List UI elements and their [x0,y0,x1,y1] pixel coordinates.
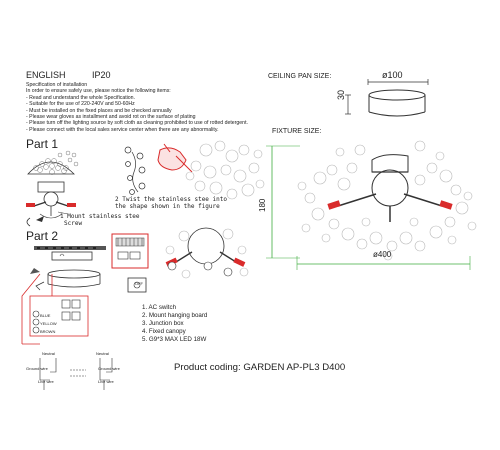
off-label: OFF [135,281,143,286]
part1-title: Part 1 [26,137,59,151]
legend-item: 4. Fixed canopy [142,328,186,335]
part1-step1: 1 Mount stainless stee Screw [60,213,139,227]
wire-color-yellow: YELLOW [40,321,57,326]
part1-drawing [26,140,265,227]
fixture-size-label: FIXTURE SIZE: [272,128,322,135]
step-line: Screw [64,220,83,227]
ceiling-pan-drawing [345,79,429,117]
live-wire-label-right: Live wire [98,379,114,384]
ground-wire-label-right: Ground wire [98,366,120,371]
product-coding: Product coding: GARDEN AP-PL3 D400 [174,362,346,373]
wire-color-brown: BROWN [40,329,56,334]
legend-item: 3. Junction box [142,320,184,327]
step-line: the shape shown in the figure [115,203,220,210]
component-legend: 1. AC switch 2. Mount hanging board 3. J… [142,304,207,344]
legend-item: 2. Mount hanging board [142,312,208,319]
live-wire-label-left: Live wire [38,379,54,384]
legend-item: 5. G9*3 MAX LED 18W [142,336,207,343]
neutral-label-left: Neutral [42,351,55,356]
part1-step2: 2 Twist the stainless stee into the shap… [115,196,227,210]
ground-wire-label-left: Ground wire [26,366,48,371]
spec-line: Specification of installation [26,82,88,88]
legend-item: 1. AC switch [142,304,177,311]
part2-drawing [21,227,249,345]
fixture-height: 180 [258,198,267,212]
spec-line: - Please turn off the lighting source by… [26,120,248,127]
spec-line: - Please wear gloves as installment and … [26,114,196,121]
step-line: 2 Twist the stainless stee into [115,196,227,203]
wire-color-list: BLUE YELLOW BROWN [40,312,57,336]
specification-block: Specification of installation In order t… [26,82,248,133]
spec-line: - Suitable for the use of 220-240V and 5… [26,101,135,108]
ceiling-pan-diameter: ø100 [382,70,403,80]
wire-color-blue: BLUE [40,313,51,318]
ceiling-pan-label: CEILING PAN SIZE: [268,73,332,80]
spec-line: - Please connect with the local sales se… [26,126,219,133]
spec-line: - Must be installed on the fixed places … [26,107,172,114]
wiring-diagram [39,358,113,390]
spec-line: In order to ensure safely use, please no… [26,88,171,95]
hand-icon [157,143,193,173]
fixture-drawing [266,140,477,270]
fixture-diameter: ø400 [373,250,392,259]
language-label: ENGLISH [26,70,66,80]
spec-line: - Read and understand the whole Specific… [26,94,136,101]
neutral-label-right: Neutral [96,351,109,356]
part2-title: Part 2 [26,229,59,243]
ip-rating-label: IP20 [92,70,111,80]
step-line: 1 Mount stainless stee [60,213,140,220]
